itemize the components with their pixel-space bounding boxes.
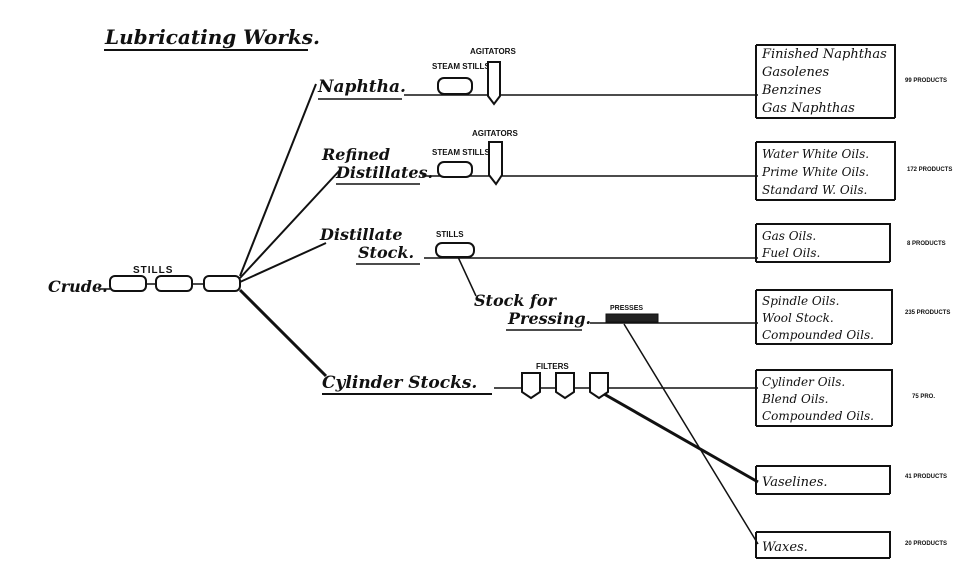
refined-steam-stills-label: STEAM STILLS [432, 148, 490, 157]
naphtha-products-box: Finished Naphthas Gasolenes Benzines Gas… [755, 44, 896, 119]
cylinder-product-2: Blend Oils. [761, 392, 828, 406]
distillate-product-2: Fuel Oils. [761, 246, 820, 260]
vaselines-box: Vaselines. [755, 465, 891, 495]
pressing-product-1: Spindle Oils. [762, 294, 839, 308]
cylinder-product-3: Compounded Oils. [762, 409, 874, 423]
distillate-stills-label: STILLS [436, 230, 464, 239]
naphtha-steam-stills-label: STEAM STILLS [432, 62, 490, 71]
cylinder-products-box: Cylinder Oils. Blend Oils. Compounded Oi… [755, 369, 893, 427]
distillate-still [435, 242, 475, 258]
waxes-note: 20 PRODUCTS [905, 541, 947, 547]
naphtha-product-1: Finished Naphthas [761, 47, 887, 62]
refined-product-2: Prime White Oils. [761, 165, 869, 179]
vaselines-label: Vaselines. [762, 475, 828, 490]
distillate-note: 8 PRODUCTS [907, 241, 946, 247]
naphtha-agitator [487, 61, 501, 106]
crude-stills-label: STILLS [133, 265, 173, 276]
diagram-title: Lubricating Works. [104, 25, 320, 49]
refined-products-box: Water White Oils. Prime White Oils. Stan… [755, 141, 896, 201]
naphtha-steam-still [437, 77, 473, 95]
naphtha-product-3: Benzines [761, 83, 822, 98]
naphtha-note: 99 PRODUCTS [905, 78, 947, 84]
crude-label: Crude. [48, 277, 108, 296]
refined-note: 172 PRODUCTS [907, 167, 952, 173]
cylinder-label: Cylinder Stocks. [322, 373, 477, 393]
naphtha-product-2: Gasolenes [762, 65, 830, 80]
pressing-label-line1: Stock for [474, 291, 558, 310]
naphtha-label: Naphtha. [317, 77, 406, 97]
filter-2 [555, 372, 575, 400]
crude-still-2 [155, 275, 193, 292]
refined-product-1: Water White Oils. [762, 147, 869, 161]
pressing-note: 235 PRODUCTS [905, 310, 950, 316]
distillate-label-line1: Distillate [319, 225, 403, 244]
cylinder-note: 75 PRO. [912, 394, 935, 400]
pressing-presses-label: PRESSES [610, 305, 643, 312]
pressing-products-box: Spindle Oils. Wool Stock. Compounded Oil… [755, 289, 893, 345]
branch-pressing [457, 256, 477, 297]
presses [605, 313, 659, 323]
naphtha-product-4: Gas Naphthas [762, 101, 855, 116]
branch-vaselines [603, 392, 759, 484]
cylinder-product-1: Cylinder Oils. [762, 375, 845, 389]
refined-label-line1: Refined [321, 145, 390, 164]
branch-distillate [239, 242, 327, 283]
distillate-product-1: Gas Oils. [762, 229, 816, 243]
refined-agitators-label: AGITATORS [472, 129, 518, 138]
filter-1 [521, 372, 541, 400]
refined-product-3: Standard W. Oils. [762, 183, 867, 197]
branch-naphtha [239, 83, 317, 277]
waxes-label: Waxes. [762, 540, 808, 555]
pressing-product-3: Compounded Oils. [762, 328, 874, 342]
branch-cylinder [238, 288, 328, 378]
branch-waxes [623, 323, 759, 545]
vaselines-note: 41 PRODUCTS [905, 474, 947, 480]
refined-label-line2: Distillates. [335, 163, 433, 182]
distillate-products-box: Gas Oils. Fuel Oils. [755, 223, 891, 263]
waxes-box: Waxes. [755, 531, 891, 559]
pressing-product-2: Wool Stock. [762, 311, 834, 325]
pressing-label-line2: Pressing. [507, 309, 591, 328]
branch-refined [239, 169, 341, 279]
cylinder-filters-label: FILTERS [536, 362, 569, 371]
naphtha-agitators-label: AGITATORS [470, 47, 516, 56]
crude-still-3 [203, 275, 241, 292]
crude-still-1 [109, 275, 147, 292]
distillate-label-line2: Stock. [358, 243, 414, 262]
refined-steam-still [437, 161, 473, 178]
refined-agitator [488, 141, 503, 186]
